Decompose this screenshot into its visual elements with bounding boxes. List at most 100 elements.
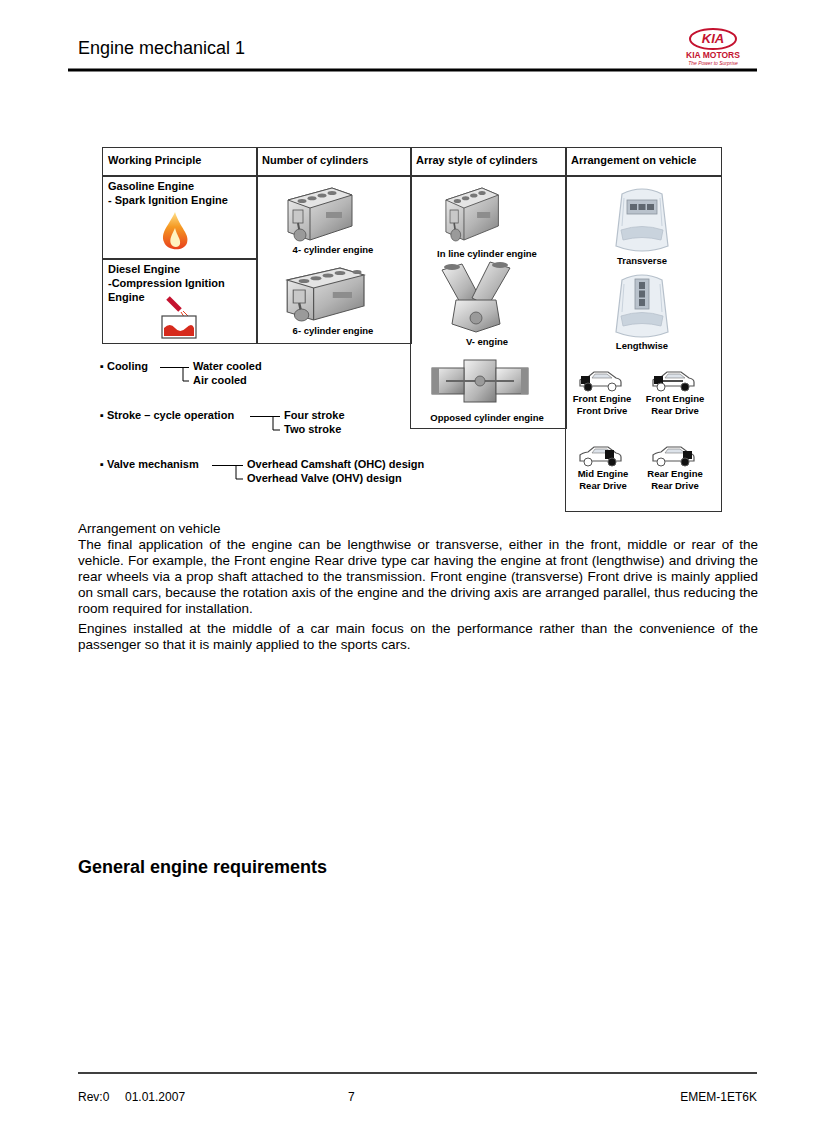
cell-text: Diesel Engine [108, 263, 180, 277]
bullet-item: Overhead Valve (OHV) design [247, 472, 402, 485]
rear-engine-rear-drive-car [681, 458, 689, 466]
kia-logo [690, 29, 736, 49]
front-engine-rear-drive-car [663, 380, 683, 382]
front-engine-front-drive-car [608, 383, 616, 391]
lengthwise-car [639, 282, 645, 289]
rear-engine-rear-drive-car [657, 458, 665, 466]
footer-revision: Rev:0 [78, 1090, 109, 1104]
front-engine-front-drive-car [580, 372, 621, 391]
cell-text: 4- cylinder engine [257, 244, 409, 256]
table-cell: Gasoline Engine- Spark Ignition Engine [102, 175, 258, 260]
front-engine-rear-drive-car [681, 383, 689, 391]
inline-engine [446, 188, 498, 241]
cell-text: Opposed cylinder engine [411, 412, 563, 424]
cell-text: V- engine [411, 336, 563, 348]
mid-engine-rear-drive-car [584, 458, 592, 466]
opposed-engine [521, 368, 528, 394]
transverse-car [630, 204, 637, 210]
section-heading: General engine requirements [78, 857, 327, 879]
lengthwise-car [639, 299, 645, 306]
spark-flame [170, 228, 180, 247]
lengthwise-car [616, 275, 668, 337]
spark-flame [163, 212, 187, 249]
cell-text: Mid Engine Rear Drive [567, 468, 639, 492]
front-engine-rear-drive-car [657, 383, 665, 391]
transverse-car [627, 200, 657, 214]
footer-rule [78, 1072, 757, 1074]
transverse-car [647, 204, 654, 210]
table-cell: In line cylinder engine V- engineOpposed … [410, 175, 567, 429]
transverse-car [616, 189, 668, 251]
four-cylinder-engine [288, 188, 352, 241]
v-engine [442, 262, 510, 332]
rear-engine-rear-drive-car [653, 447, 694, 466]
opposed-engine [432, 368, 439, 394]
bullet-item: Overhead Camshaft (OHC) design [247, 458, 424, 471]
page-title: Engine mechanical 1 [78, 38, 245, 60]
table-header-cell: Arrangement on vehicle [565, 147, 722, 177]
bracket [212, 466, 243, 480]
bullet-heading: ▪ Valve mechanism [100, 458, 199, 471]
logo-mark: KIA [690, 31, 736, 47]
lengthwise-car [616, 275, 668, 337]
cell-text: 6- cylinder engine [257, 325, 409, 337]
cell-text: -Compression Ignition Engine [108, 277, 240, 305]
table-header-cell: Number of cylinders [256, 147, 412, 177]
column-heading: Working Principle [108, 154, 201, 168]
cell-text: Front Engine Rear Drive [639, 393, 711, 417]
bullet-item: Four stroke [284, 409, 345, 422]
bullet-item: Air cooled [193, 374, 247, 387]
cell-text: - Spark Ignition Engine [108, 194, 228, 208]
column-heading: Arrangement on vehicle [571, 154, 696, 168]
body-text: Engines installed at the middle of a car… [78, 621, 758, 653]
six-cylinder-engine [353, 270, 362, 274]
page-number: 7 [348, 1090, 355, 1104]
diesel-injection [162, 298, 196, 338]
inline-engine [446, 188, 498, 241]
diesel-injection [168, 298, 180, 310]
diesel-injection [164, 325, 194, 336]
table-cell: 4- cylinder engine 6- cylinder engine [256, 175, 412, 344]
bracket [250, 417, 280, 431]
cell-text: In line cylinder engine [411, 248, 563, 260]
front-engine-rear-drive-car [653, 372, 694, 391]
lengthwise-car [635, 279, 649, 309]
spark-flame [163, 212, 187, 249]
front-engine-front-drive-car [584, 383, 592, 391]
mid-engine-rear-drive-car [608, 458, 616, 466]
logo-name: KIA MOTORS [668, 50, 758, 60]
transverse-car [616, 189, 668, 251]
body-text: The final application of the engine can … [78, 537, 758, 617]
v-engine [472, 262, 510, 306]
mid-engine-rear-drive-car [580, 447, 621, 466]
document-code: EMEM-1ET6K [637, 1090, 757, 1104]
logo-tagline: The Power to Surprise [668, 60, 758, 66]
table-cell: Diesel Engine-Compression Ignition Engin… [102, 258, 258, 344]
bracket [160, 368, 189, 382]
cell-text: Gasoline Engine [108, 180, 194, 194]
table-header-cell: Working Principle [102, 147, 258, 177]
diesel-injection [162, 316, 196, 338]
cell-text: Transverse [566, 255, 718, 267]
bullet-heading: ▪ Cooling [100, 360, 148, 373]
cell-text: Front Engine Front Drive [566, 393, 638, 417]
six-cylinder-engine [287, 268, 364, 321]
kia-logo [690, 29, 736, 49]
v-engine [452, 300, 500, 332]
footer-rule [78, 1073, 757, 1074]
v-engine [470, 312, 482, 324]
header-rule [68, 70, 757, 71]
four-cylinder-engine [288, 188, 352, 241]
opposed-engine [432, 360, 528, 402]
paragraph-heading: Arrangement on vehicle [78, 521, 221, 537]
bullet-heading: ▪ Stroke – cycle operation [100, 409, 234, 422]
table-header-cell: Array style of cylinders [410, 147, 567, 177]
cell-text: Lengthwise [566, 340, 718, 352]
bullet-item: Water cooled [193, 360, 262, 373]
opposed-engine [475, 376, 485, 386]
footer-date: 01.01.2007 [125, 1090, 185, 1104]
cell-text: Rear Engine Rear Drive [639, 468, 711, 492]
v-engine [444, 264, 460, 270]
six-cylinder-engine [287, 268, 364, 321]
